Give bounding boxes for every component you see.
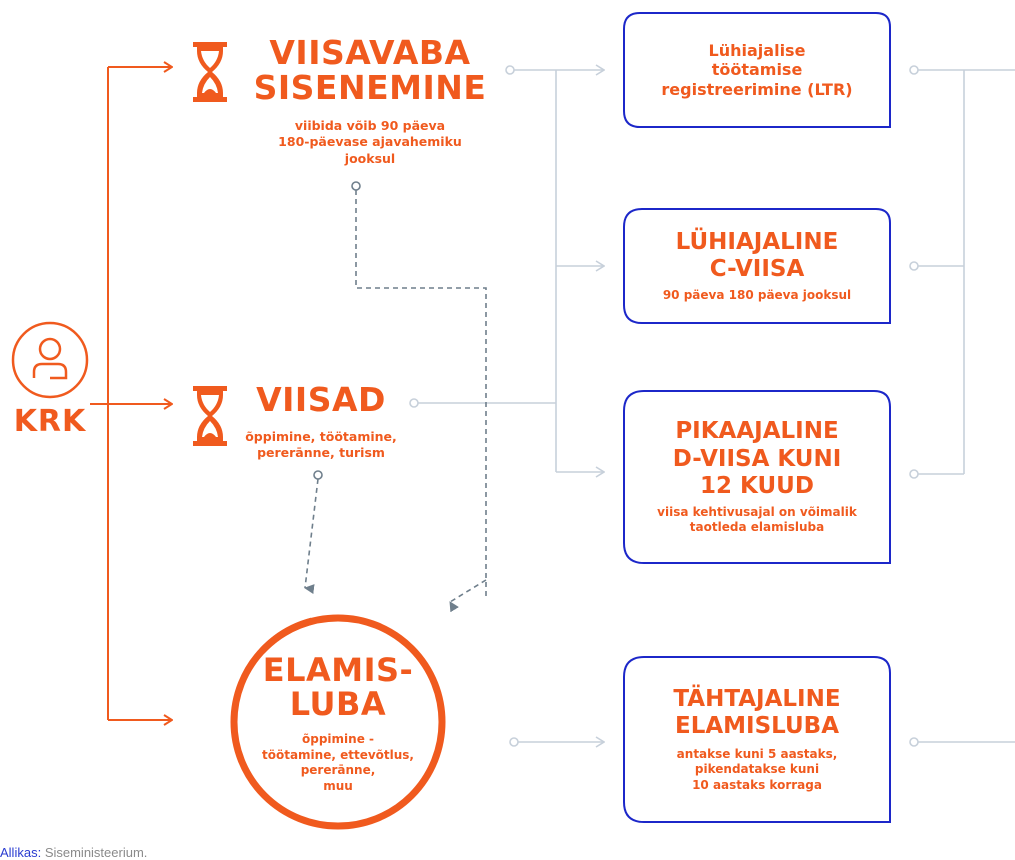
source-text: Siseministeerium.: [44, 845, 148, 860]
visa-free-sub-line1: viibida võib 90 päeva: [294, 118, 446, 133]
card-d-visa-sub-line2: taotleda elamisluba: [689, 520, 825, 535]
actor-krk: KRK: [10, 320, 90, 438]
card-d-visa-sub-line1: viisa kehtivusajal on võimalik: [657, 504, 857, 519]
visa-free-sub-line2: 180-päevase ajavahemiku: [278, 134, 462, 150]
card-c-visa-sub-line1: 90 päeva 180 päeva jooksul: [662, 287, 852, 302]
visas-subtitle: õppimine, töötamine, pererānne, turism: [226, 429, 416, 462]
card-ltr: [623, 12, 891, 128]
residence-title-line1: ELAMIS-: [262, 651, 414, 689]
residence-sub-line2: töötamine, ettevõtlus,: [261, 747, 414, 762]
card-c-visa: [623, 208, 891, 324]
krk-branch-arrows: [90, 67, 172, 720]
card-temp-residence: [623, 656, 891, 823]
card-d-visa: [623, 390, 891, 564]
visa-free-subtitle: viibida võib 90 päeva 180-päevase ajavah…: [240, 118, 500, 167]
card-ltr-title-line2: töötamise: [711, 60, 803, 80]
card-c-visa-title-line2: C-VIISA: [709, 256, 805, 283]
person-icon: [11, 321, 89, 399]
card-temp-residence-sub-line2: pikendatakse kuni: [694, 762, 820, 777]
card-temp-residence-content: TÄHTAJALINE ELAMISLUBA antakse kuni 5 aa…: [626, 659, 888, 820]
card-d-visa-title-line1: PIKAAJALINE: [675, 418, 839, 445]
visas-title: VIISAD: [256, 380, 386, 419]
residence-title: ELAMIS- LUBA: [238, 651, 438, 723]
residence-sub-line1: õppimine -: [302, 732, 374, 746]
card-ltr-content: Lühiajalise töötamise registreerimine (L…: [626, 15, 888, 125]
card-ltr-title-line3: registreerimine (LTR): [661, 79, 853, 99]
residence-circle: [230, 614, 446, 830]
card-temp-residence-title-line2: ELAMISLUBA: [674, 713, 840, 740]
card-temp-residence-title-line1: TÄHTAJALINE: [673, 685, 841, 712]
residence-subtitle: õppimine - töötamine, ettevõtlus, pererā…: [238, 732, 438, 794]
card-d-visa-content: PIKAAJALINE D-VIISA KUNI 12 KUUD viisa k…: [626, 393, 888, 561]
gray-connectors-right: [909, 65, 1015, 747]
card-c-visa-title-line1: LÜHIAJALINE: [675, 228, 839, 255]
source-note: Allikas: Siseministeerium.: [0, 845, 147, 860]
visas-sub-line1: õppimine, töötamine,: [245, 429, 397, 444]
hourglass-icon: [192, 385, 228, 451]
residence-title-line2: LUBA: [289, 684, 387, 723]
visas-sub-line2: pererānne, turism: [257, 445, 385, 461]
hourglass-icon: [192, 41, 228, 107]
residence-sub-line4: muu: [323, 778, 353, 793]
dashed-connectors: [304, 181, 487, 613]
card-d-visa-title-line3: 12 KUUD: [700, 473, 814, 500]
card-c-visa-content: LÜHIAJALINE C-VIISA 90 päeva 180 päeva j…: [626, 211, 888, 321]
card-temp-residence-sub-line1: antakse kuni 5 aastaks,: [676, 746, 838, 761]
source-label: Allikas:: [0, 845, 42, 860]
residence-sub-line3: pererānne,: [300, 763, 376, 778]
gray-connectors-left: [409, 66, 604, 746]
card-ltr-title-line1: Lühiajalise: [708, 41, 806, 61]
actor-label: KRK: [13, 404, 87, 439]
visa-free-sub-line3: jooksul: [344, 150, 396, 166]
visa-free-title-line2: SISENEMINE: [253, 67, 487, 107]
visa-free-title-line1: VIISAVABA: [269, 33, 471, 72]
card-d-visa-title-line2: D-VIISA KUNI: [672, 445, 842, 472]
card-temp-residence-sub-line3: 10 aastaks korraga: [692, 777, 822, 792]
visa-free-title: VIISAVABA SISENEMINE: [240, 33, 500, 107]
